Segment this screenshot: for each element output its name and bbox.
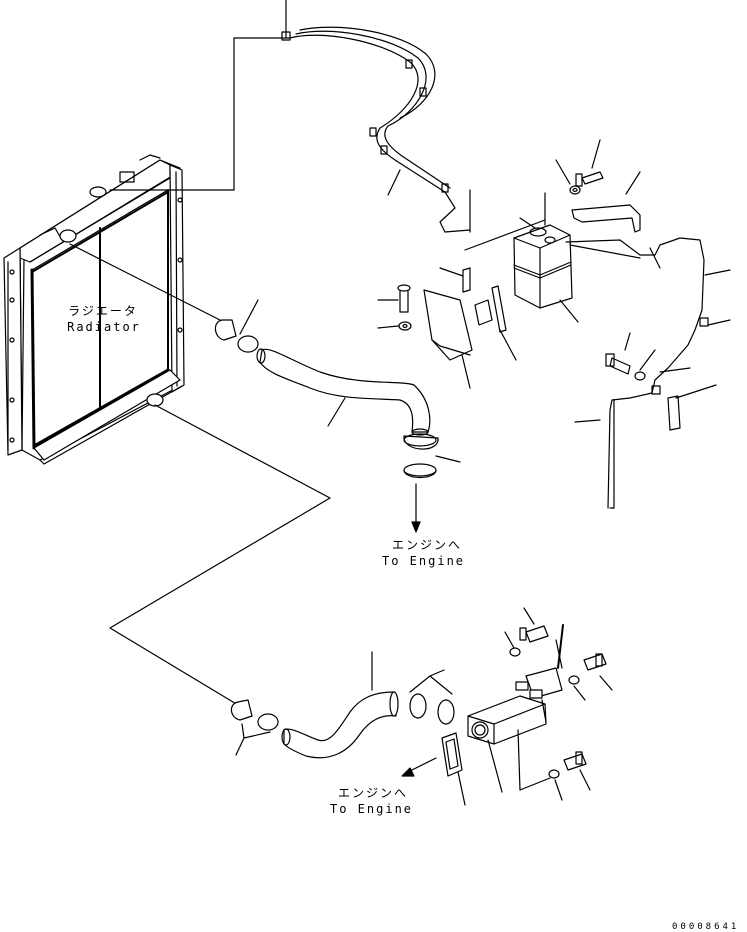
part-number: 00008641 — [672, 922, 740, 932]
to-engine-lower-en: To Engine — [330, 802, 414, 816]
overflow-hose — [566, 238, 730, 508]
tank-mounting-plate — [378, 220, 545, 388]
reservoir-tank — [514, 193, 578, 322]
tank-bracket — [556, 140, 640, 232]
to-engine-upper-en: To Engine — [382, 554, 466, 568]
lower-radiator-hose — [110, 405, 465, 805]
water-outlet — [468, 608, 612, 800]
radiator — [4, 155, 184, 464]
radiator-label-en: Radiator — [67, 320, 141, 334]
radiator-label-jp: ラジエータ — [68, 304, 138, 318]
vent-hose-top — [110, 0, 470, 232]
to-engine-upper-jp: エンジンへ — [392, 538, 463, 552]
upper-radiator-hose — [70, 244, 460, 532]
to-engine-lower-jp: エンジンへ — [338, 786, 409, 800]
